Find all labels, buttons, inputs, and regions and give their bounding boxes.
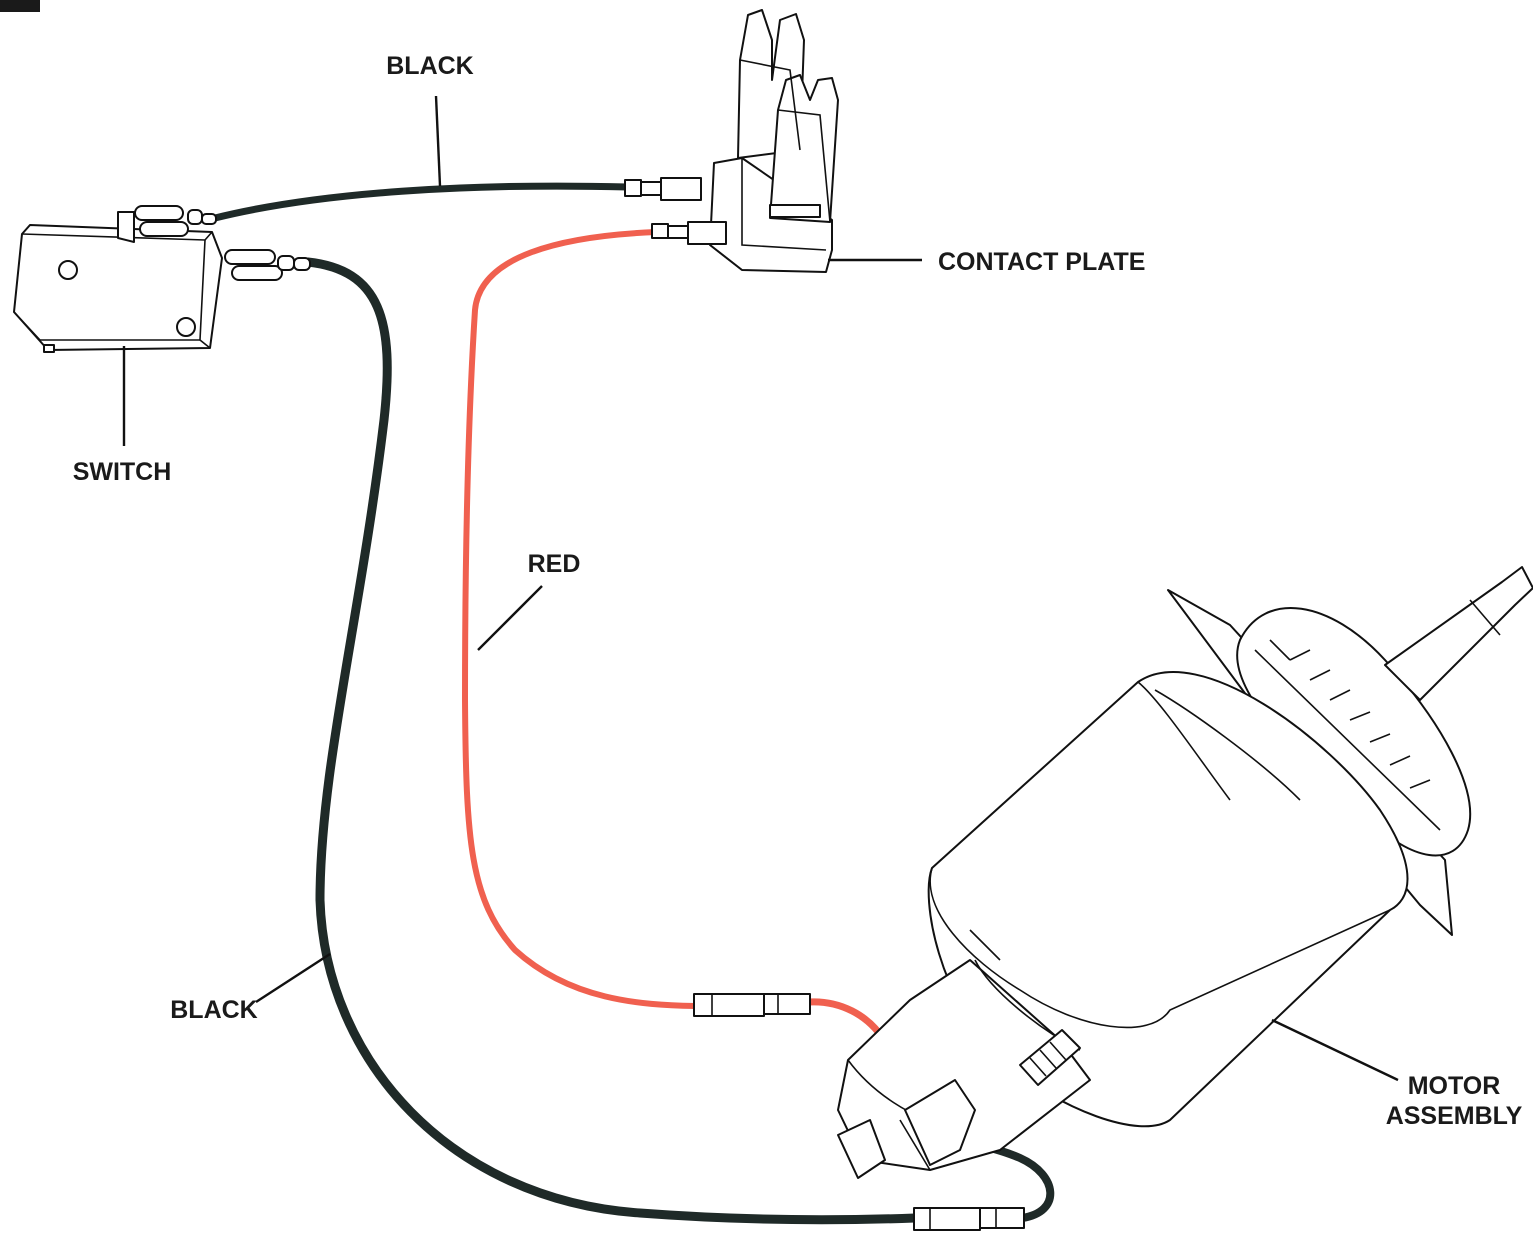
label-black-bottom: BLACK (170, 996, 258, 1024)
contact-plate-connector-red (651, 221, 727, 245)
label-motor-line1: MOTOR (1408, 1072, 1501, 1100)
label-switch: SWITCH (73, 458, 172, 486)
leader-motor (1271, 1018, 1399, 1082)
red-wire-connector (693, 993, 811, 1017)
label-red: RED (528, 550, 581, 578)
switch-terminal-top (134, 205, 217, 237)
black-wire-connector (913, 1207, 1025, 1231)
switch-terminal-bottom (224, 249, 311, 281)
motor-assembly (837, 566, 1533, 1179)
label-contact-plate: CONTACT PLATE (938, 248, 1145, 276)
leader-black-top (434, 95, 442, 187)
label-black-top: BLACK (386, 52, 474, 80)
red-wire (461, 229, 698, 1009)
leader-red (477, 585, 543, 651)
leader-black-bottom (255, 952, 331, 1004)
label-motor-line2: ASSEMBLY (1386, 1102, 1523, 1130)
black-wire-long (303, 257, 920, 1225)
black-wire-top (211, 182, 632, 222)
corner-tab (0, 0, 40, 12)
contact-plate (709, 9, 839, 273)
switch-body (13, 211, 223, 353)
red-wire-motor-lead (804, 998, 888, 1044)
contact-plate-connector-black (624, 177, 702, 201)
